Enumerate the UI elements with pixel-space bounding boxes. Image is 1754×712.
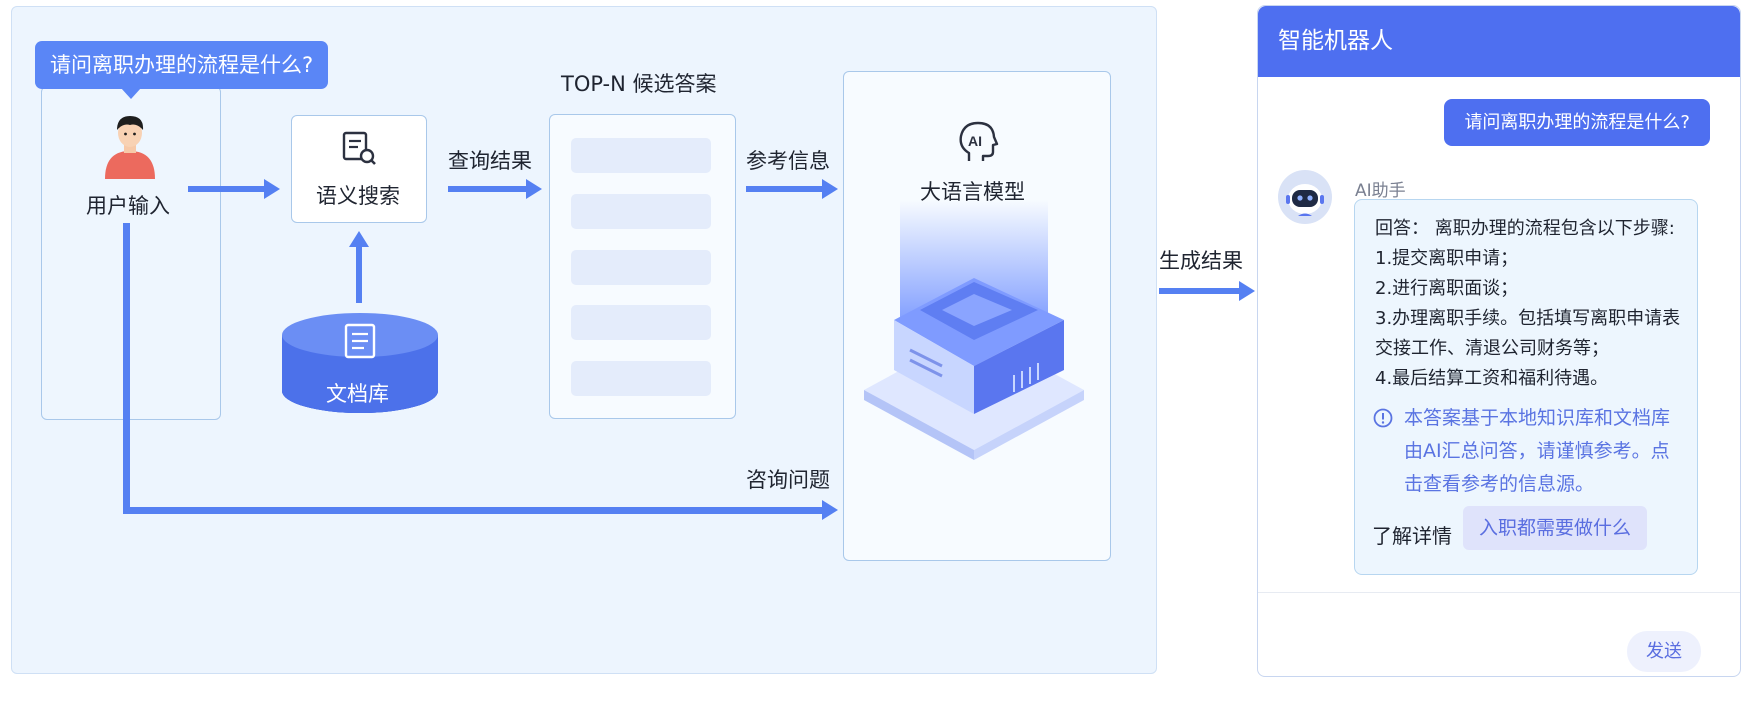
user-message: 请问离职办理的流程是什么?	[1444, 99, 1710, 146]
info-warning-icon	[1373, 408, 1393, 428]
disclaimer-line: 击查看参考的信息源。	[1404, 473, 1595, 495]
svg-text:AI: AI	[968, 133, 982, 149]
arrow-topn-to-llm	[746, 186, 826, 192]
llm-chip-illustration	[864, 200, 1084, 460]
chat-header-title: 智能机器人	[1258, 6, 1740, 77]
candidate-answer-bar	[571, 361, 711, 396]
answer-line: 回答： 离职办理的流程包含以下步骤:	[1375, 218, 1675, 239]
question-bubble: 请问离职办理的流程是什么?	[35, 41, 329, 99]
doc-db-label: 文档库	[326, 382, 389, 406]
answer-line: 4.最后结算工资和福利待遇。	[1375, 368, 1609, 389]
arrow-user-to-search	[188, 186, 268, 192]
candidate-answer-bar	[571, 305, 711, 340]
arrow-db-to-search	[356, 247, 362, 303]
arrow-head	[264, 179, 280, 199]
arrow-head	[526, 179, 542, 199]
semantic-search-label: 语义搜索	[316, 184, 400, 208]
ai-head-icon: AI	[959, 121, 999, 161]
arrow-search-to-topn	[448, 186, 530, 192]
arrow-head	[349, 231, 369, 247]
suggested-question-button[interactable]: 入职都需要做什么	[1463, 506, 1648, 550]
disclaimer-line: 本答案基于本地知识库和文档库	[1404, 407, 1671, 429]
arrow-head	[1239, 281, 1255, 301]
ai-answer-card: 回答： 离职办理的流程包含以下步骤: 1.提交离职申请； 2.进行离职面谈； 3…	[1354, 199, 1698, 575]
ai-assistant-name: AI助手	[1355, 181, 1406, 201]
answer-line: 3.办理离职手续。包括填写离职申请表	[1375, 308, 1681, 329]
candidate-answer-bar	[571, 138, 711, 173]
arrow-head	[822, 500, 838, 520]
generate-result-label: 生成结果	[1159, 249, 1243, 273]
answer-line: 1.提交离职申请；	[1375, 248, 1519, 269]
chatbot-window: 智能机器人 请问离职办理的流程是什么? AI助手 回答： 离职办理的流程包含以下…	[1257, 5, 1741, 677]
arrow-head	[822, 179, 838, 199]
candidate-answer-bar	[571, 194, 711, 229]
user-input-label: 用户输入	[86, 194, 170, 218]
topn-title: TOP-N 候选答案	[561, 72, 717, 96]
consult-question-label: 咨询问题	[746, 468, 830, 492]
learn-more-label: 了解详情	[1372, 524, 1452, 548]
candidate-answer-bar	[571, 250, 711, 285]
arrow-user-down	[123, 223, 130, 514]
disclaimer-line: 由AI汇总问答，请谨慎参考。点	[1404, 440, 1670, 462]
arrow-llm-to-chat	[1159, 288, 1243, 294]
send-button[interactable]: 发送	[1627, 631, 1701, 672]
arrow-consult-to-llm	[123, 507, 826, 514]
robot-avatar-icon	[1278, 170, 1332, 224]
document-search-icon	[342, 131, 376, 165]
input-divider	[1258, 592, 1740, 593]
reference-info-label: 参考信息	[746, 149, 830, 173]
user-avatar-icon	[105, 116, 155, 179]
document-database-icon	[282, 313, 438, 413]
answer-line: 交接工作、清退公司财务等；	[1375, 338, 1609, 359]
answer-line: 2.进行离职面谈；	[1375, 278, 1519, 299]
query-result-label: 查询结果	[448, 149, 532, 173]
